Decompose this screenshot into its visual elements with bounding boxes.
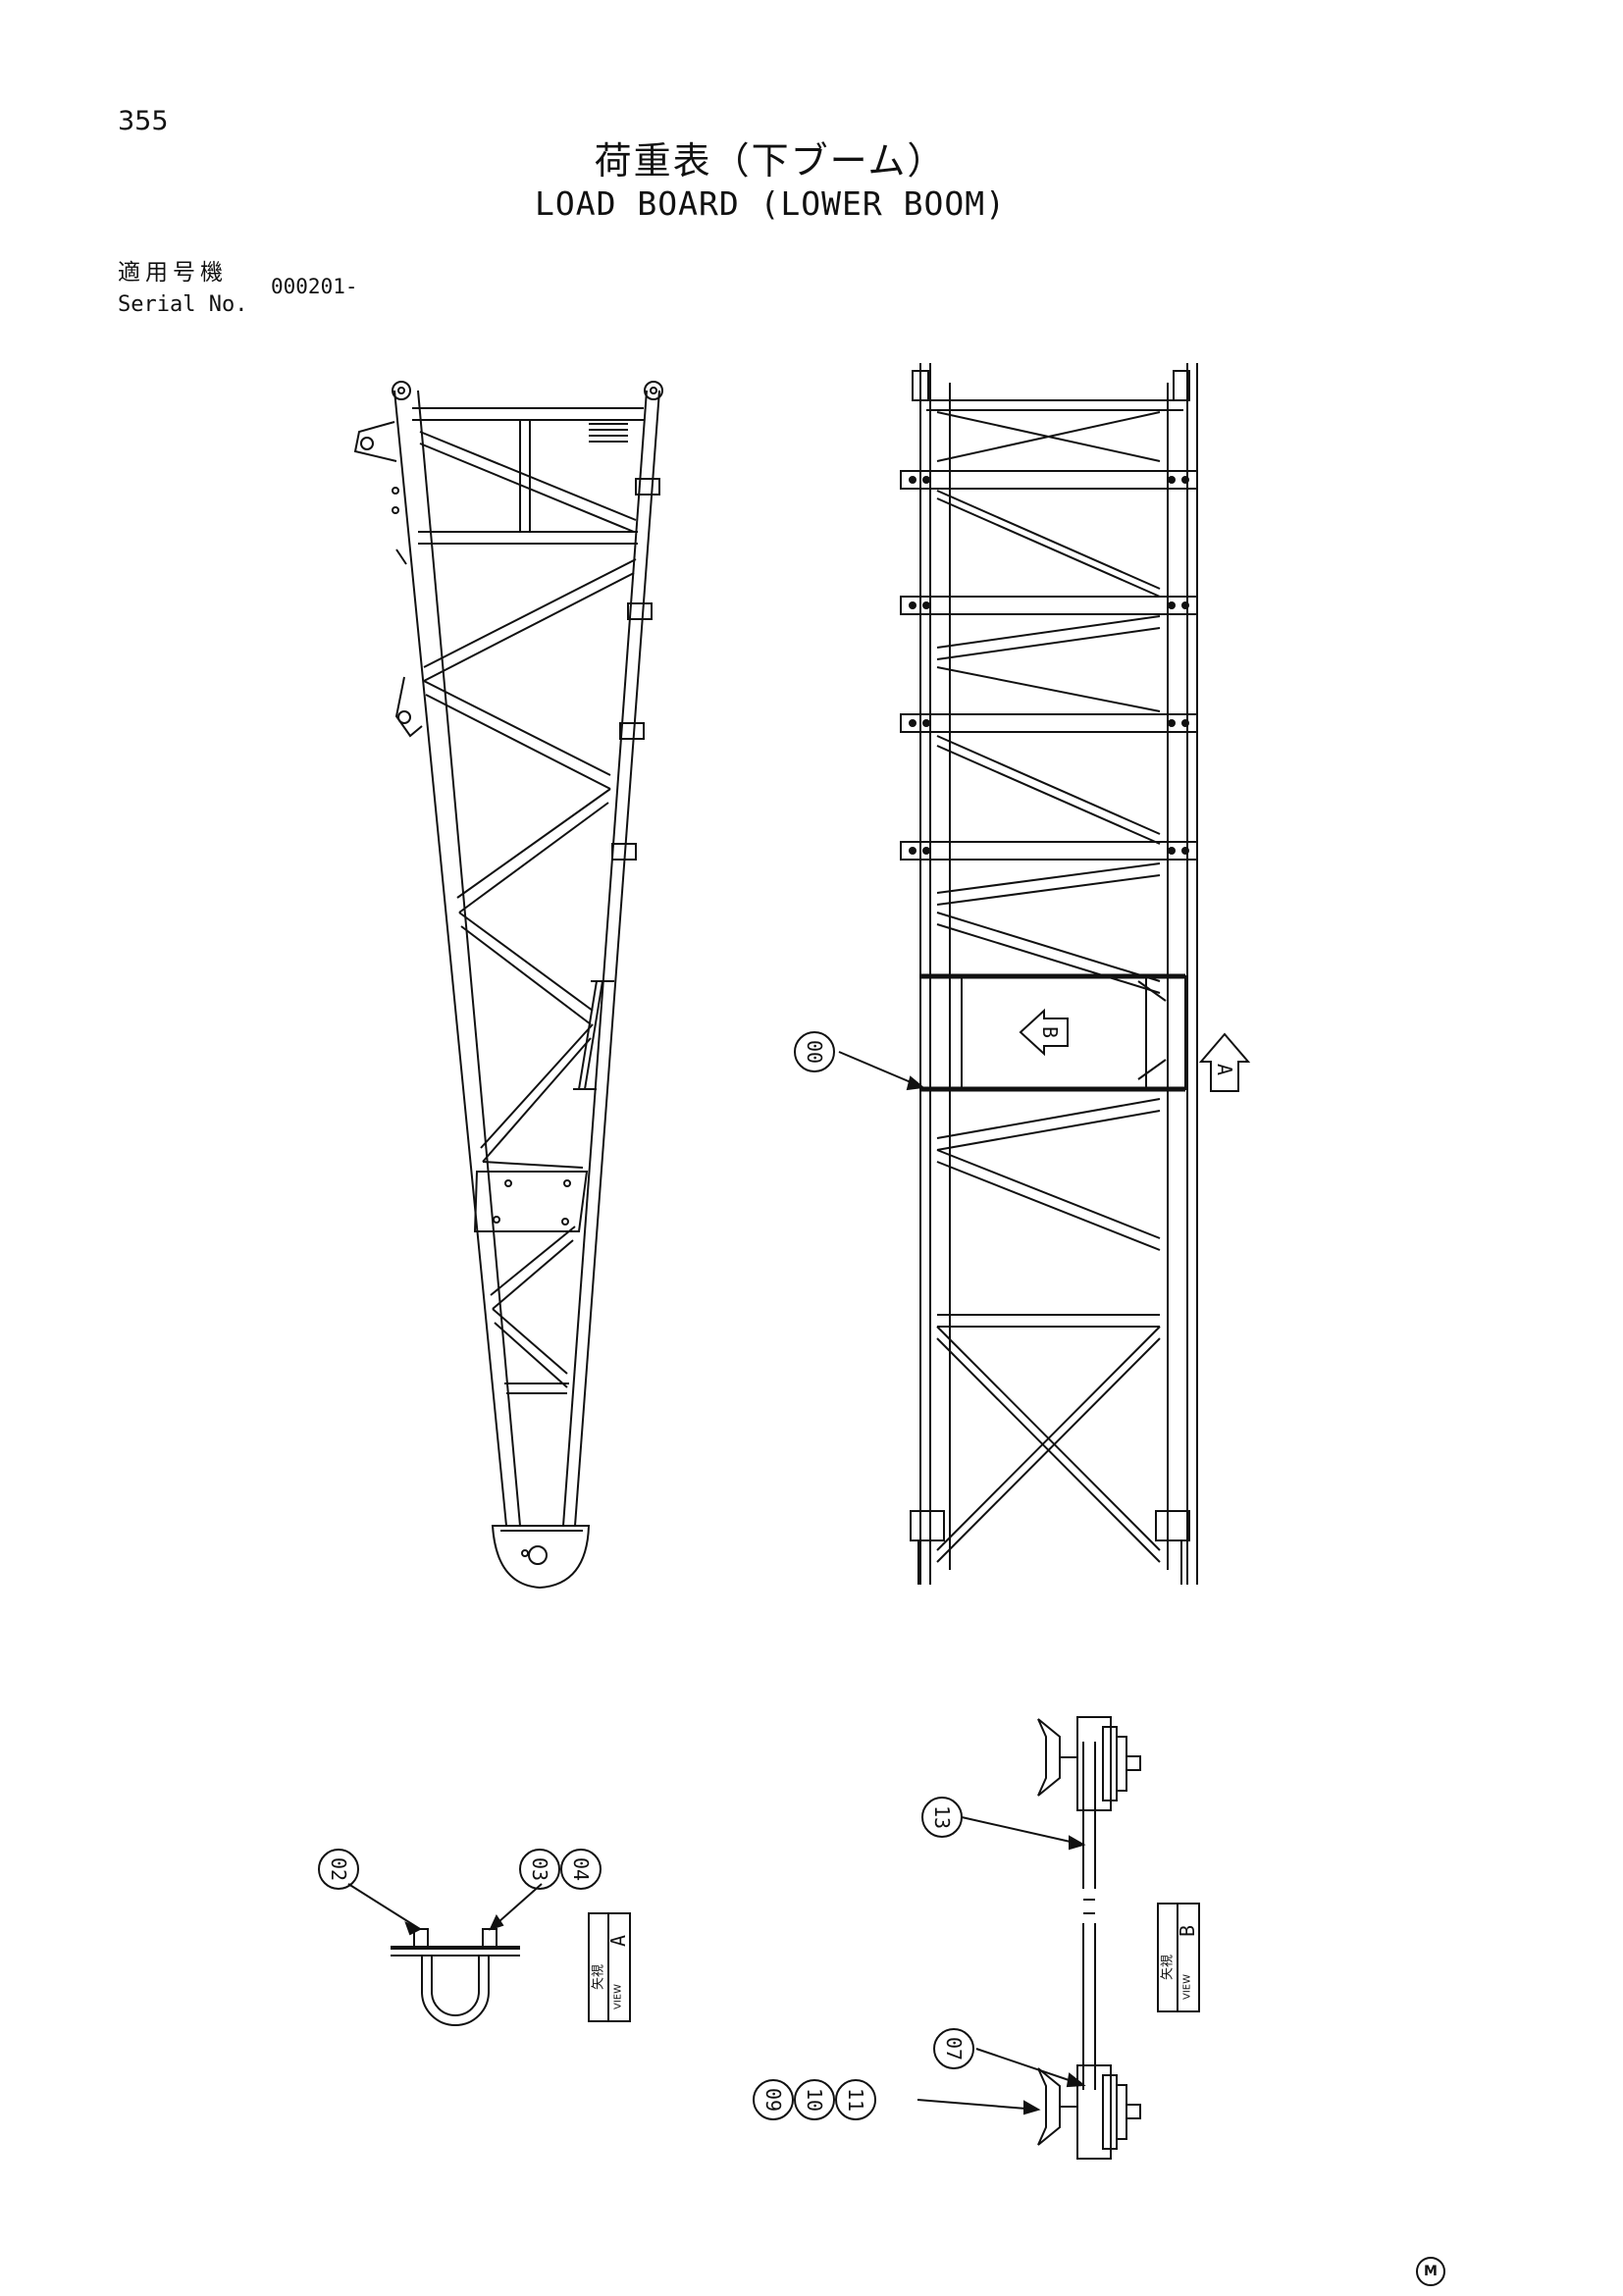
serial-value: 000201- [271,275,358,298]
callout-09: 09 [761,2088,785,2112]
serial-label-jp: 適用号機 [118,260,228,286]
callout-04: 04 [569,1857,593,1881]
callout-00: 00 [803,1040,826,1064]
view-a-view: VIEW [613,1984,624,2009]
page-number: 355 [118,106,169,136]
view-b-view: VIEW [1182,1974,1193,2000]
serial-label-en: Serial No. [118,292,248,317]
footer-mark: M [1416,2257,1445,2286]
view-b-letter: B [1176,1925,1199,1937]
view-b-kanji: 矢視 [1161,1955,1176,1980]
side-view-boom [353,381,663,1590]
callout-07: 07 [942,2037,966,2061]
view-arrow-a-shape [1198,1032,1251,1092]
callout-02: 02 [327,1857,350,1881]
detail-view-b-board [916,1716,1141,2160]
callout-10: 10 [803,2088,826,2112]
front-view-boom [900,363,1198,1585]
view-a-letter: A [606,1935,630,1947]
callout-13: 13 [930,1805,954,1829]
view-arrow-a-letter: A [1213,1064,1236,1075]
page-title-en: LOAD BOARD (LOWER BOOM) [535,184,1006,223]
callout-11: 11 [844,2088,867,2112]
view-a-kanji: 矢視 [592,1964,606,1990]
callout-03: 03 [528,1857,551,1881]
detail-view-a-ubolt [347,1883,543,2026]
view-arrow-b-letter: B [1038,1026,1062,1038]
page-title-jp: 荷重表（下ブーム） [594,139,947,183]
